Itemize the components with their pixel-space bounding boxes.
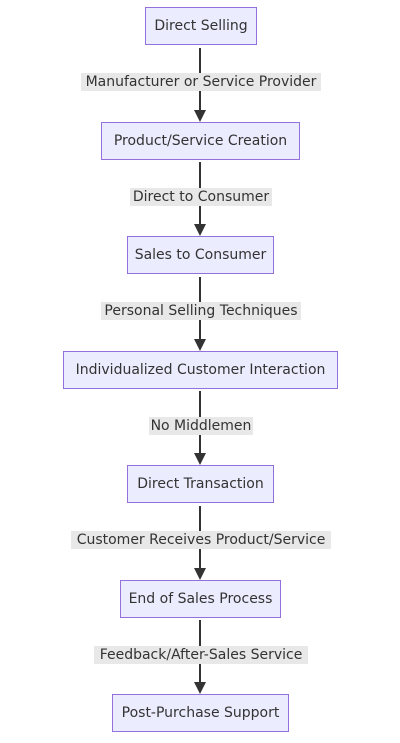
node-sales-to-consumer: Sales to Consumer [127, 236, 274, 274]
arrow-head-icon [194, 682, 206, 694]
node-direct-transaction: Direct Transaction [127, 465, 274, 503]
arrow-head-icon [194, 339, 206, 351]
arrow-head-icon [194, 568, 206, 580]
arrow-head-icon [194, 224, 206, 236]
node-direct-selling: Direct Selling [145, 7, 257, 45]
edge-label: Personal Selling Techniques [101, 302, 301, 320]
edge-label: Direct to Consumer [130, 188, 272, 206]
node-end-of-sales-process: End of Sales Process [120, 580, 281, 618]
arrow-head-icon [194, 110, 206, 122]
edge-label: Feedback/After-Sales Service [94, 646, 308, 664]
node-product-service-creation: Product/Service Creation [101, 122, 300, 160]
node-individualized-customer-interaction: Individualized Customer Interaction [63, 351, 338, 389]
arrow-head-icon [194, 453, 206, 465]
edge-label: Customer Receives Product/Service [71, 531, 331, 549]
edge-label: Manufacturer or Service Provider [81, 73, 321, 91]
node-post-purchase-support: Post-Purchase Support [112, 694, 289, 732]
edge-label: No Middlemen [149, 417, 253, 435]
